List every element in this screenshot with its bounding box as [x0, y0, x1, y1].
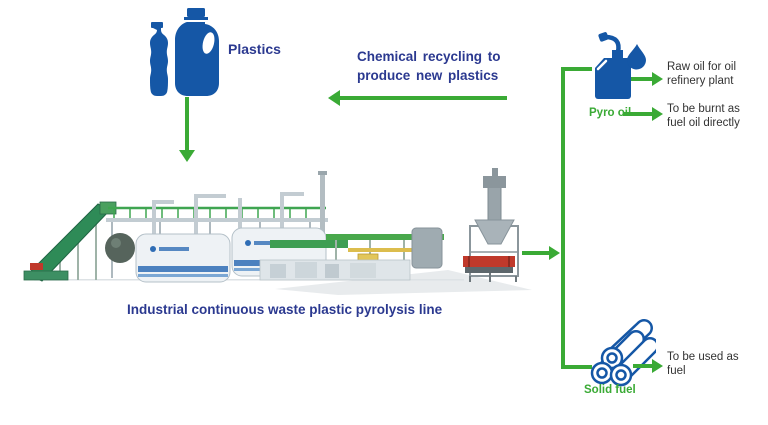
arrow-to-used-fuel: [633, 364, 652, 368]
chemical-recycling-line1: Chemical recycling to: [357, 49, 501, 64]
detergent-jug-icon: [175, 8, 219, 96]
gas-ducts: [270, 234, 444, 266]
used-fuel-line2: fuel: [667, 364, 686, 377]
left-arrow-recycle-to-plastics: [340, 96, 507, 100]
plastics-label: Plastics: [228, 41, 281, 57]
chemical-recycling-text: Chemical recycling to produce new plasti…: [357, 47, 501, 85]
fuel-pipes-bundle-icon: [590, 319, 656, 387]
down-arrow-plastics-to-machine: [185, 97, 189, 150]
chemical-recycling-line2: produce new plastics: [357, 68, 499, 83]
reactor-sphere: [105, 233, 135, 263]
feed-conveyor: [23, 201, 117, 282]
raw-oil-text: Raw oil for oil refinery plant: [667, 61, 736, 88]
oil-can-icon: [595, 32, 646, 99]
pyro-oil-label: Pyro oil: [589, 107, 632, 119]
right-arrow-machine-to-outputs: [522, 251, 549, 255]
burnt-fuel-line2: fuel oil directly: [667, 116, 740, 129]
solid-fuel-label: Solid fuel: [584, 384, 636, 396]
auxiliary-units: [259, 227, 443, 281]
burnt-fuel-line1: To be burnt as: [667, 103, 740, 115]
raw-oil-line2: refinery plant: [667, 74, 734, 87]
arrow-to-raw-oil: [631, 77, 652, 81]
ground-shadow: [275, 270, 532, 295]
used-fuel-line1: To be used as: [667, 351, 739, 363]
plastic-bottles-icon: [150, 8, 219, 96]
dust-collector-tower: [463, 168, 519, 282]
flow-connector-bottom: [561, 365, 592, 369]
flow-connector-vertical: [561, 67, 565, 369]
pyrolysis-plant-illustration: [23, 168, 532, 295]
used-fuel-text: To be used as fuel: [667, 351, 739, 378]
burnt-fuel-text: To be burnt as fuel oil directly: [667, 103, 740, 130]
raw-oil-line1: Raw oil for oil: [667, 61, 737, 73]
arrow-to-burnt-fuel: [623, 112, 652, 116]
flow-connector-top: [561, 67, 592, 71]
chimney-stack: [318, 171, 327, 251]
overhead-pipes: [152, 192, 304, 234]
oil-drop-icon: [627, 44, 646, 70]
water-bottle-icon: [150, 22, 168, 96]
machine-caption: Industrial continuous waste plastic pyro…: [127, 302, 443, 317]
